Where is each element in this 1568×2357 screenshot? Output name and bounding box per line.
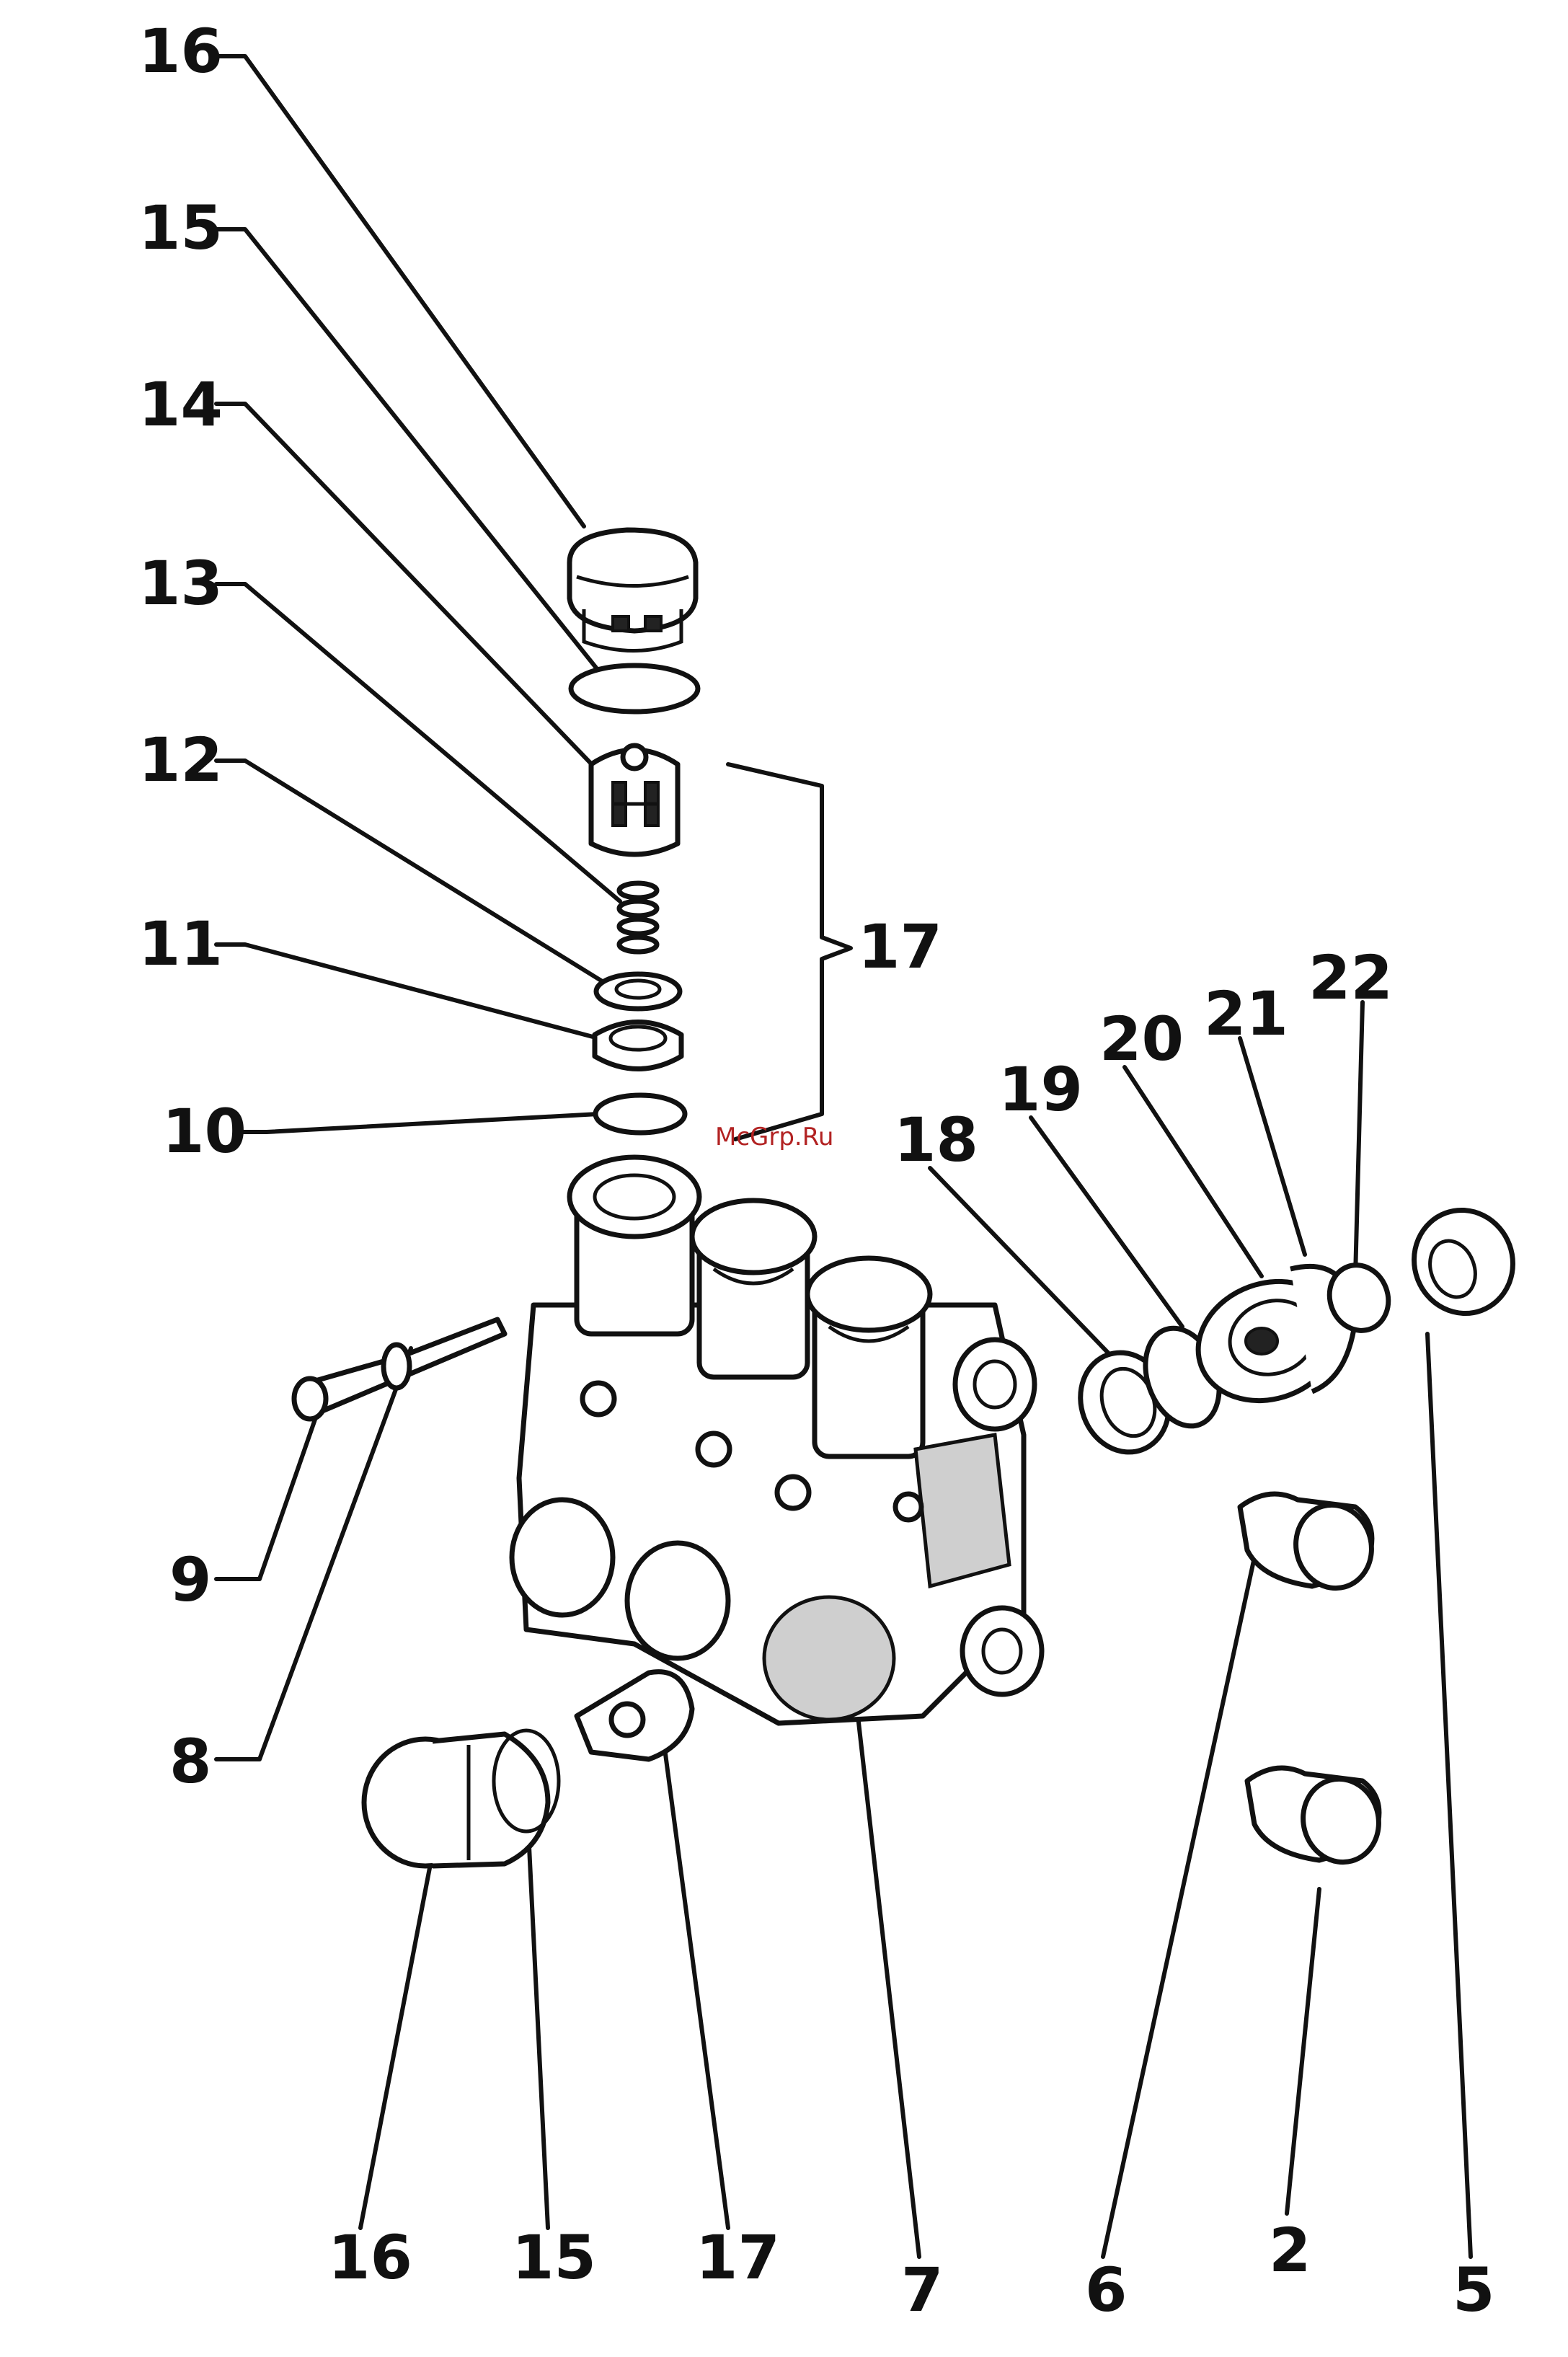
leader-5 [1427, 1334, 1471, 2257]
valve-seat [595, 1022, 681, 1069]
leader-17-bottom [663, 1738, 728, 2228]
bracket-17 [728, 764, 851, 1139]
valve-block-7 [512, 1157, 1042, 1723]
leader-15-top [216, 229, 598, 671]
callout-2: 2 [1269, 2215, 1311, 2286]
leader-21 [1240, 1038, 1305, 1255]
leader-16-top [216, 56, 584, 526]
leader-20 [1125, 1067, 1262, 1276]
callout-17-bottom: 17 [696, 2222, 780, 2293]
leader-7 [858, 1716, 919, 2257]
callout-9: 9 [169, 1544, 211, 1615]
callout-10: 10 [162, 1096, 247, 1167]
callout-16-bottom: 16 [328, 2222, 412, 2293]
callout-6: 6 [1085, 2255, 1127, 2325]
watermark-text: McGrp.Ru [715, 1123, 833, 1151]
valve-disc [596, 974, 680, 1009]
cap-5 [1399, 1196, 1527, 1327]
leader-lines [216, 56, 1471, 2257]
leader-2 [1287, 1889, 1319, 2214]
top-cap-plug [570, 530, 696, 651]
callout-12: 12 [138, 725, 223, 795]
callout-18: 18 [894, 1105, 978, 1175]
callout-14: 14 [138, 369, 223, 440]
callout-15-bottom: 15 [512, 2222, 596, 2293]
valve-cage [591, 746, 678, 854]
lower-seal-ring [595, 1095, 685, 1133]
leader-11 [216, 945, 598, 1038]
callout-22: 22 [1308, 942, 1393, 1013]
top-seal-ring [571, 665, 698, 712]
callout-5: 5 [1453, 2255, 1494, 2325]
valve-17-bottom [577, 1672, 692, 1759]
callout-19: 19 [998, 1054, 1083, 1125]
leader-9 [216, 1413, 317, 1579]
leader-22 [1355, 1002, 1363, 1276]
callout-labels: 16 15 14 13 12 11 10 17 18 19 20 21 22 9… [138, 16, 1494, 2325]
leader-13 [216, 584, 620, 901]
callout-17-bracket: 17 [858, 911, 942, 982]
plug-16-bottom [364, 1734, 548, 1866]
leader-16-bottom [360, 1853, 433, 2228]
callout-16-top: 16 [138, 16, 223, 87]
callout-13: 13 [138, 548, 223, 619]
callout-15-top: 15 [138, 193, 223, 263]
spring [619, 883, 657, 952]
leader-15-bottom [526, 1788, 548, 2228]
callout-7: 7 [901, 2255, 943, 2325]
callout-11: 11 [138, 908, 223, 979]
plug-2 [1247, 1768, 1388, 1870]
leader-6 [1103, 1557, 1254, 2257]
callout-8: 8 [169, 1726, 211, 1797]
plug-6 [1240, 1494, 1381, 1596]
callout-20: 20 [1099, 1004, 1184, 1074]
bolt-pin-8-9 [294, 1319, 505, 1419]
leader-10 [238, 1114, 598, 1132]
callout-21: 21 [1204, 978, 1288, 1049]
